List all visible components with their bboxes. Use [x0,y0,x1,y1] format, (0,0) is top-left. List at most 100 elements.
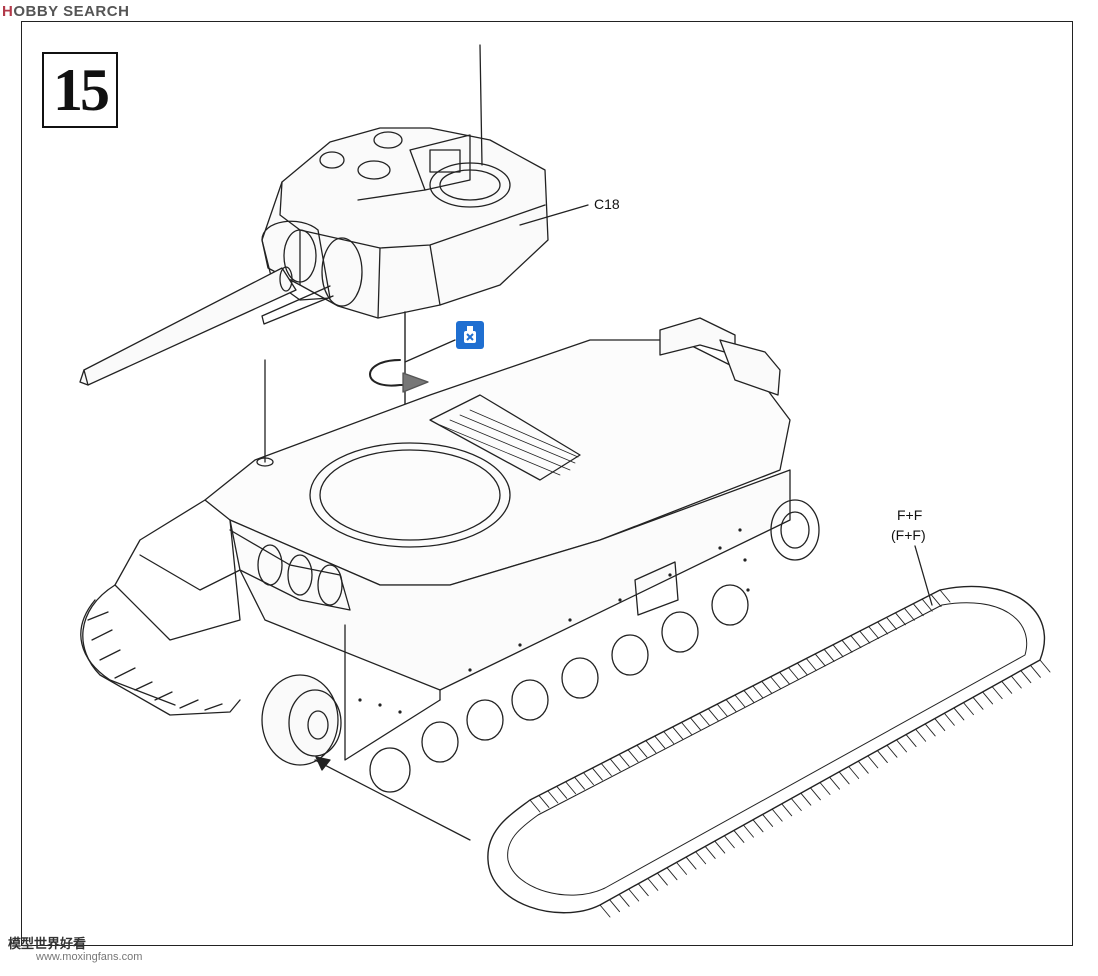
track-link [903,607,915,621]
track-link [1010,675,1022,689]
track-link [636,744,648,758]
track-link [591,767,603,781]
track-link [943,712,955,726]
track-link [953,707,965,721]
track-link [609,758,621,772]
track-link [770,676,782,690]
track-link [781,803,793,817]
track-link [868,626,880,639]
track-link [574,776,586,790]
track-link [859,630,871,644]
track-link [685,856,697,870]
main-gun [79,266,334,386]
step-number-box: 15 [42,52,118,128]
track-link [924,723,936,737]
track-link [921,598,933,612]
track-link [832,644,844,658]
track-link [1039,659,1051,673]
track-link [752,685,764,699]
track-link [841,639,853,653]
step-frame [21,21,1073,946]
track-link [714,840,726,854]
watermark-b: OBBY SEARCH [13,3,130,20]
track-link [762,814,774,827]
track-link [647,877,659,891]
watermark-hobbysearch: HOBBY SEARCH [2,3,129,20]
watermark-url: www.moxingfans.com [36,951,143,963]
track-link [796,662,808,676]
leader-track-arrowhead [315,756,331,771]
track-link [771,808,783,822]
track-link [689,717,701,731]
track-link [939,589,951,603]
hull [114,317,791,761]
track-link [876,750,888,763]
callout-ff: F+F [897,507,923,523]
track-link [809,787,821,801]
track-link [905,734,917,748]
track-link [547,790,559,804]
track-link [618,753,630,767]
track-link [972,696,984,710]
track-link [627,749,639,763]
watermark-bottom: 模型世界好看 [8,937,87,952]
track-link [915,728,927,742]
track-link [676,861,687,875]
track-link [704,845,716,859]
track-link [565,781,577,795]
track-link [790,798,802,811]
track-link [695,851,707,865]
track-link [867,755,879,769]
track-link [991,686,1003,700]
track-link [930,594,942,608]
track-link [733,829,745,843]
track-link [752,819,764,833]
track-link [734,694,746,708]
glue-bottle-cross-icon [464,326,476,343]
road-wheels [261,499,820,793]
track-link [1001,680,1013,694]
track-link [672,726,684,740]
track-link [1029,664,1041,678]
track-link [725,699,737,713]
step-number: 15 [53,57,110,123]
track-link [707,708,719,722]
track-link [529,799,541,813]
track-link [848,766,860,779]
track-link [850,635,862,649]
track-run [487,585,1051,918]
track-link [761,680,773,694]
track-link [779,671,791,685]
cement-glue-icon [456,321,484,349]
track-link [934,718,946,732]
track-link [618,893,630,907]
track-link [857,760,869,774]
track-link [877,621,889,635]
track-link [743,824,754,838]
track-link [716,703,728,717]
track-link [609,899,621,913]
leader-ff [914,545,933,606]
watermark-a: H [2,3,14,20]
track-link [963,702,974,716]
track-link [886,616,897,630]
track-link [698,712,710,726]
track-link [823,648,835,662]
track-link [982,691,994,705]
leader-c18 [519,204,589,226]
track-link [656,872,668,886]
turret [261,44,549,319]
callout-c18: C18 [594,196,620,212]
track-link [599,904,611,918]
track-link [1020,670,1032,684]
track-link [681,721,692,735]
track-link [886,744,898,758]
track-link [788,667,799,681]
track-link [583,772,594,786]
track-link [723,835,735,849]
track-link [814,653,826,667]
track-link [894,612,906,626]
track-link [645,740,657,754]
track-link [838,771,850,785]
